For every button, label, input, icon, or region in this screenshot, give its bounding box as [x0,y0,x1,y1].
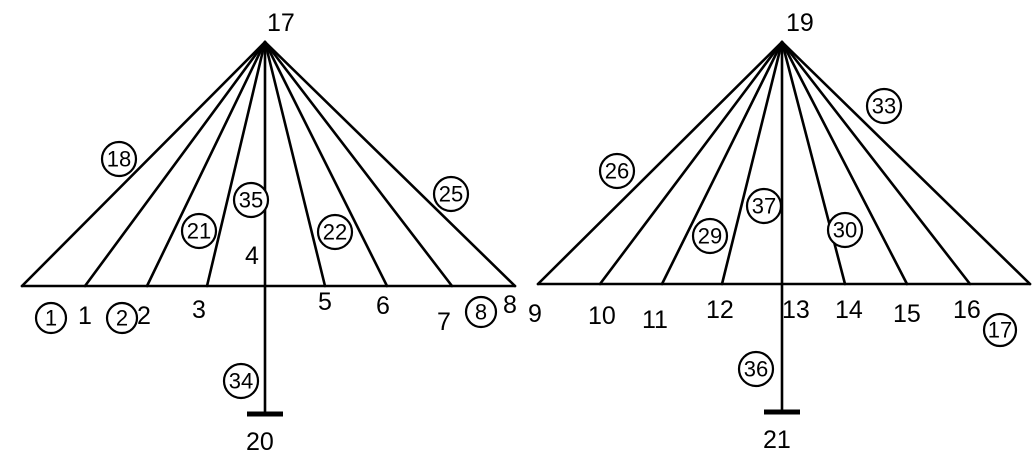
element-circle [232,181,270,219]
element-label: 26 [605,159,629,184]
node-label: 17 [267,9,295,37]
left-member-6 [263,40,389,288]
element-labels: 1 2 8 17 18 21 35 22 [34,87,1018,400]
node-label: 5 [318,288,332,316]
node-label: 7 [437,308,451,336]
element-marker: 33 [865,87,903,125]
element-marker: 25 [432,175,470,213]
element-label: 35 [239,188,263,213]
node-label: 4 [245,242,259,270]
element-circle [316,213,354,251]
element-circle [180,212,218,250]
element-circle [826,211,864,249]
element-circle [737,350,775,388]
element-marker: 2 [105,301,139,335]
element-marker: 37 [745,187,783,225]
left-truss [20,40,517,417]
left-member-0 [20,40,267,288]
element-label: 2 [116,306,128,331]
node-label: 1 [78,302,92,330]
element-marker: 29 [691,217,729,255]
element-circle [105,301,139,335]
element-circle [34,301,68,335]
element-circle [598,152,636,190]
element-circle [432,175,470,213]
element-label: 1 [45,306,57,331]
element-label: 30 [833,218,857,243]
right-member-6 [780,40,909,286]
element-label: 25 [439,182,463,207]
element-circle [464,295,498,329]
right-member-0 [536,40,784,286]
node-label: 20 [246,428,274,456]
element-marker: 18 [100,140,138,178]
element-label: 29 [698,224,722,249]
element-label: 8 [475,300,487,325]
element-marker: 17 [982,312,1018,348]
right-truss [536,40,1032,415]
node-label: 8 [503,291,517,319]
element-marker: 36 [737,350,775,388]
node-label: 10 [588,302,616,330]
right-member-2 [660,40,784,286]
right-member-8 [780,40,1032,286]
element-marker: 8 [464,295,498,329]
element-label: 17 [988,318,1012,343]
element-label: 33 [872,94,896,119]
element-label: 37 [752,194,776,219]
element-label: 21 [187,219,211,244]
node-label: 6 [376,292,390,320]
left-member-3 [205,40,267,288]
element-circle [865,87,903,125]
node-label: 11 [642,306,668,334]
node-label: 9 [528,300,542,328]
left-member-1 [83,40,267,288]
node-label: 21 [763,426,791,454]
left-member-7 [263,40,454,288]
element-label: 22 [323,220,347,245]
node-label: 3 [192,296,206,324]
element-label: 18 [107,147,131,172]
element-marker: 21 [180,212,218,250]
node-label: 19 [786,9,814,37]
left-member-2 [145,40,267,288]
node-labels: 1 2 3 4 5 6 7 8 9 10 11 12 13 14 15 16 1… [78,9,981,456]
element-marker: 34 [222,362,260,400]
element-marker: 22 [316,213,354,251]
node-label: 16 [953,296,981,324]
node-label: 15 [893,300,921,328]
element-marker: 26 [598,152,636,190]
node-label: 12 [706,296,734,324]
element-circle [222,362,260,400]
element-circle [745,187,783,225]
element-circle [691,217,729,255]
element-circle [982,312,1018,348]
right-member-3 [720,40,784,286]
element-label: 36 [744,357,768,382]
node-label: 14 [835,296,863,324]
element-marker: 1 [34,301,68,335]
element-label: 34 [229,369,253,394]
node-label: 2 [137,302,151,330]
element-marker: 30 [826,211,864,249]
right-member-1 [598,40,784,286]
left-member-8 [263,40,517,288]
left-member-5 [263,40,327,288]
node-label: 13 [782,296,810,324]
element-circle [100,140,138,178]
right-member-7 [780,40,972,286]
right-member-5 [780,40,847,286]
element-marker: 35 [232,181,270,219]
